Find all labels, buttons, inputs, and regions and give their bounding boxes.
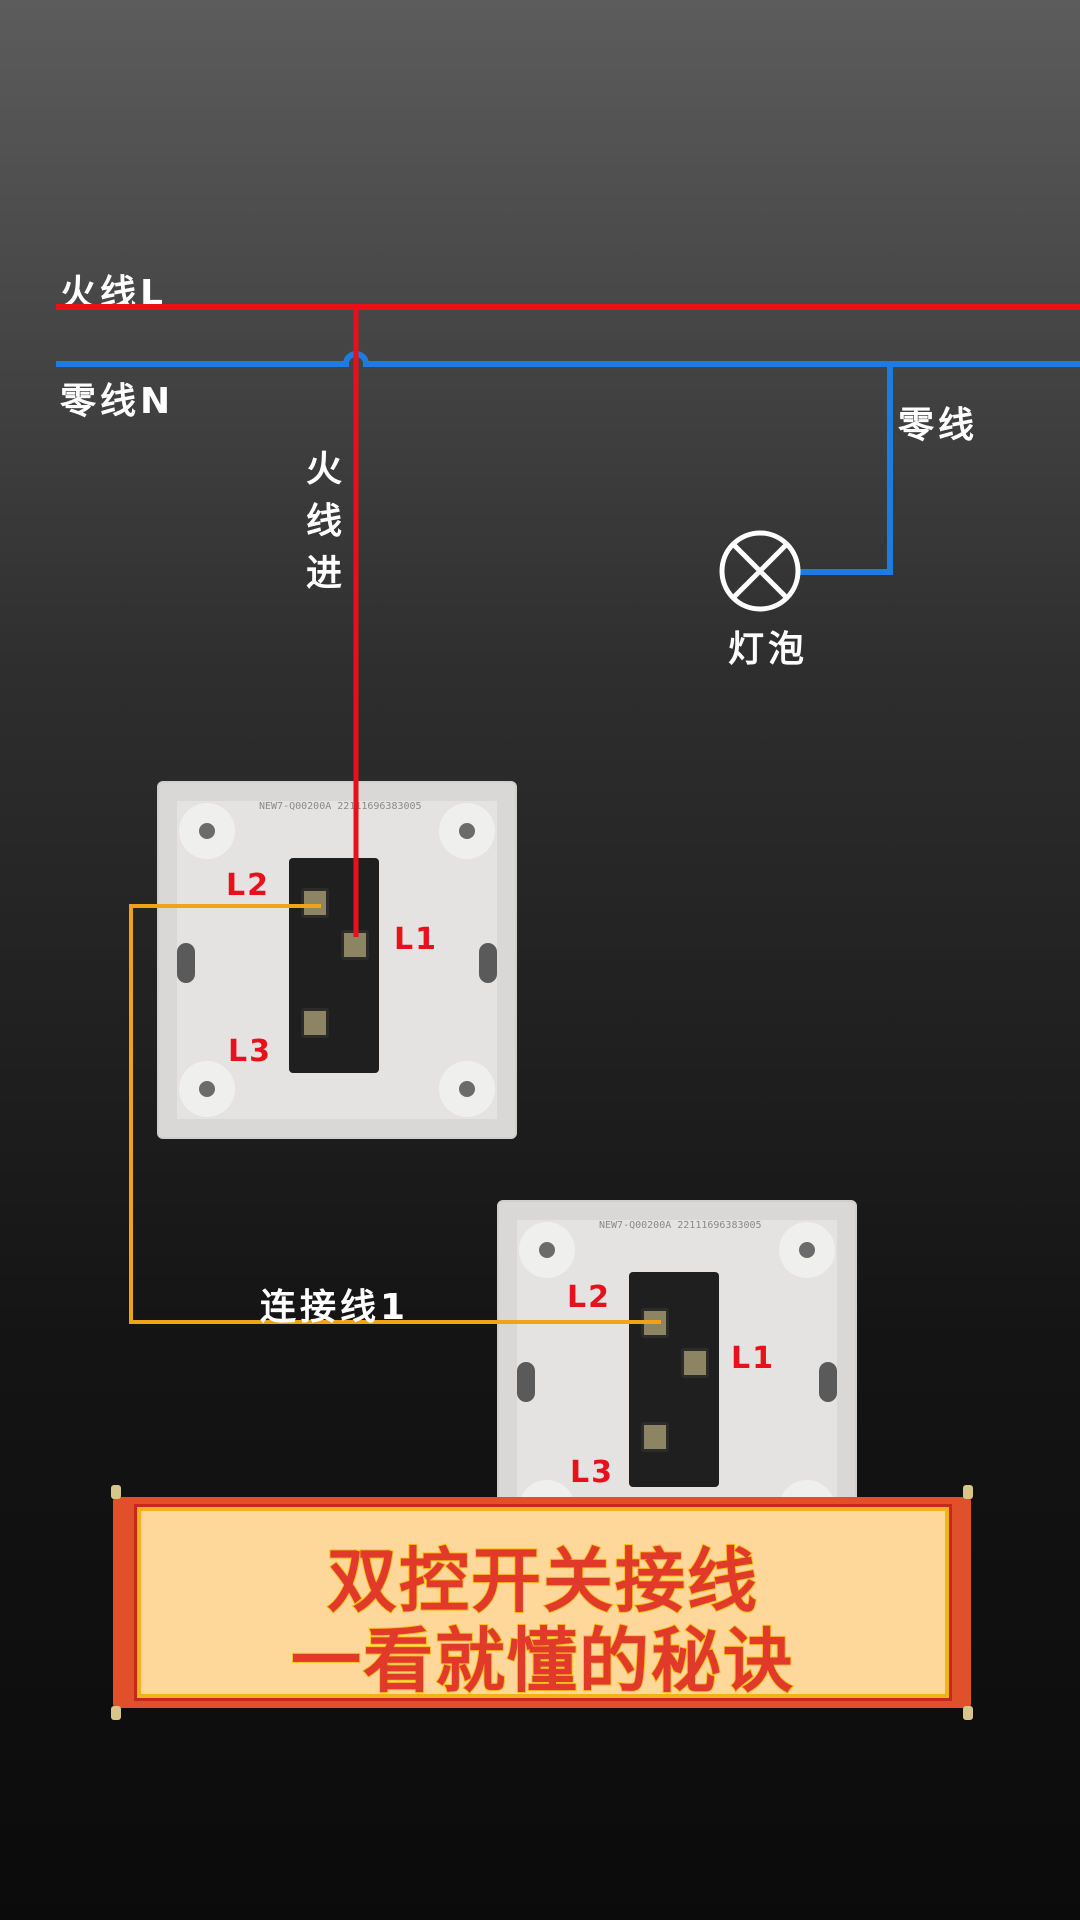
live-in-label: 火 线 进 — [304, 444, 344, 600]
bulb-icon — [719, 530, 801, 612]
banner-title-line-2: 一看就懂的秘诀 — [290, 1619, 795, 1703]
switch-mechanism — [289, 858, 379, 1073]
switch-1: NEW7-Q00200A 22111696383005 — [157, 781, 517, 1139]
switch-1-l1-label: L1 — [394, 922, 438, 957]
title-scroll-banner: 双控开关接线 一看就懂的秘诀 — [111, 1485, 973, 1720]
neutral-branch-label: 零线 — [898, 405, 979, 446]
live-in-char: 火 — [305, 449, 342, 490]
live-in-char: 线 — [305, 501, 342, 542]
terminal-l2-screw — [641, 1308, 669, 1338]
banner-title-line-1: 双控开关接线 — [326, 1539, 759, 1623]
terminal-l2-screw — [301, 888, 329, 918]
terminal-l3-screw — [301, 1008, 329, 1038]
neutral-line-label: 零线N — [60, 381, 175, 422]
neutral-wire-main — [56, 351, 1080, 367]
model-code: NEW7-Q00200A 22111696383005 — [259, 801, 422, 812]
link-wire-label: 连接线1 — [260, 1287, 410, 1328]
terminal-l1-screw — [341, 930, 369, 960]
live-line-label: 火线L — [60, 273, 167, 314]
live-in-char: 进 — [305, 553, 342, 594]
switch-mechanism — [629, 1272, 719, 1487]
switch-2-l1-label: L1 — [731, 1341, 775, 1376]
neutral-wire-to-bulb — [798, 364, 893, 575]
terminal-l1-screw — [681, 1348, 709, 1378]
switch-2-l2-label: L2 — [567, 1280, 611, 1315]
model-code: NEW7-Q00200A 22111696383005 — [599, 1220, 762, 1231]
switch-2-l3-label: L3 — [570, 1455, 614, 1490]
switch-1-l3-label: L3 — [228, 1034, 272, 1069]
bulb-label: 灯泡 — [728, 629, 809, 670]
terminal-l3-screw — [641, 1422, 669, 1452]
switch-1-l2-label: L2 — [226, 868, 270, 903]
